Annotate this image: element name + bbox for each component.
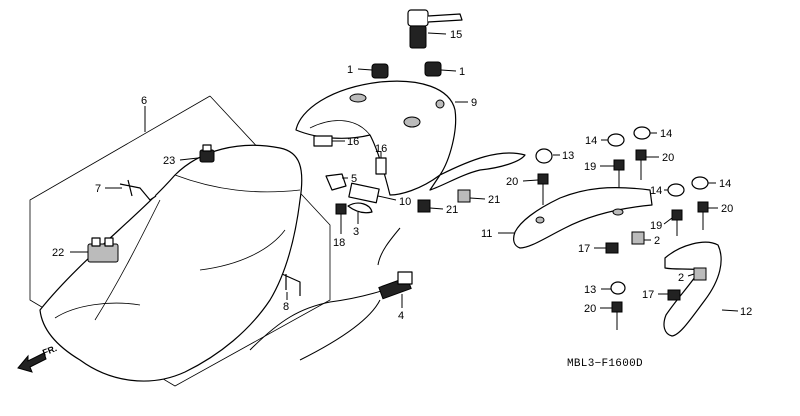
label-20d: 20 bbox=[584, 303, 596, 315]
label-1b: 1 bbox=[459, 66, 465, 78]
label-12: 12 bbox=[740, 306, 752, 318]
bolt-18[interactable] bbox=[335, 203, 347, 226]
bolt-20c[interactable] bbox=[697, 201, 709, 230]
bolt-20b[interactable] bbox=[537, 173, 549, 205]
grab-rail-12[interactable] bbox=[663, 241, 722, 337]
cap-14c[interactable] bbox=[667, 183, 685, 197]
nut-17a[interactable] bbox=[605, 242, 619, 254]
label-2b: 2 bbox=[678, 272, 684, 284]
cap-14a[interactable] bbox=[607, 133, 625, 147]
nut-2a[interactable] bbox=[631, 231, 645, 245]
front-label: FR. bbox=[41, 343, 58, 358]
label-13a: 13 bbox=[562, 150, 574, 162]
label-17a: 17 bbox=[578, 243, 590, 255]
label-23: 23 bbox=[163, 155, 175, 167]
label-20c: 20 bbox=[721, 203, 733, 215]
label-18: 18 bbox=[333, 237, 345, 249]
label-19b: 19 bbox=[650, 220, 662, 232]
label-14b: 14 bbox=[660, 128, 672, 140]
bracket-7[interactable] bbox=[119, 179, 157, 201]
label-5: 5 bbox=[351, 173, 357, 185]
grab-rail-11[interactable] bbox=[513, 187, 653, 249]
label-21a: 21 bbox=[446, 204, 458, 216]
label-11: 11 bbox=[481, 228, 492, 240]
seat-lock-15[interactable] bbox=[407, 9, 463, 49]
hook-8[interactable] bbox=[281, 273, 301, 296]
label-10: 10 bbox=[399, 196, 411, 208]
label-19a: 19 bbox=[584, 161, 596, 173]
label-3: 3 bbox=[353, 226, 359, 238]
cap-14b[interactable] bbox=[633, 126, 651, 140]
nut-2b[interactable] bbox=[693, 267, 707, 281]
label-8: 8 bbox=[283, 301, 289, 313]
label-16a: 16 bbox=[347, 136, 359, 148]
label-14d: 14 bbox=[719, 178, 731, 190]
part-labels: 6 23 7 22 8 1 1 15 9 16 16 5 18 3 10 21 … bbox=[52, 29, 752, 322]
diagram-code: MBL3−F1600D bbox=[567, 358, 643, 370]
cap-13b[interactable] bbox=[610, 281, 626, 295]
seat-cable-4[interactable] bbox=[249, 227, 413, 361]
label-16b: 16 bbox=[375, 143, 387, 155]
grommet-1-right[interactable] bbox=[424, 61, 442, 77]
leader-lines bbox=[70, 32, 739, 312]
cap-14d[interactable] bbox=[691, 176, 709, 190]
rear-cowl-part[interactable] bbox=[295, 80, 526, 196]
rail-hole-b bbox=[612, 208, 624, 216]
plate-10[interactable] bbox=[348, 182, 380, 204]
clip-16b[interactable] bbox=[375, 157, 387, 175]
label-1a: 1 bbox=[347, 64, 353, 76]
clip-16[interactable] bbox=[313, 135, 333, 147]
clip-21a[interactable] bbox=[417, 199, 431, 213]
label-21b: 21 bbox=[488, 194, 500, 206]
label-2a: 2 bbox=[654, 235, 660, 247]
label-15: 15 bbox=[450, 29, 462, 41]
nut-17b[interactable] bbox=[667, 289, 681, 301]
bracket-5[interactable] bbox=[325, 173, 347, 191]
bolt-19b[interactable] bbox=[671, 209, 683, 236]
clip-21b[interactable] bbox=[457, 189, 471, 203]
clip-3[interactable] bbox=[347, 202, 373, 214]
seat-part[interactable] bbox=[29, 95, 331, 387]
label-6: 6 bbox=[141, 95, 147, 107]
label-14c: 14 bbox=[650, 185, 662, 197]
label-7: 7 bbox=[95, 183, 101, 195]
label-4: 4 bbox=[398, 310, 404, 322]
cap-13a[interactable] bbox=[535, 148, 553, 164]
front-direction-arrow: FR. bbox=[17, 343, 58, 373]
bolt-20d[interactable] bbox=[611, 301, 623, 330]
label-17b: 17 bbox=[642, 289, 654, 301]
label-14a: 14 bbox=[585, 135, 597, 147]
label-20b: 20 bbox=[506, 176, 518, 188]
label-9: 9 bbox=[471, 97, 477, 109]
rubber-22[interactable] bbox=[87, 237, 119, 263]
label-13b: 13 bbox=[584, 284, 596, 296]
label-20a: 20 bbox=[662, 152, 674, 164]
bolt-19a[interactable] bbox=[613, 159, 625, 188]
label-22: 22 bbox=[52, 247, 64, 259]
rail-hole-a bbox=[535, 216, 545, 224]
bolt-20a[interactable] bbox=[635, 149, 647, 180]
grommet-1-left[interactable] bbox=[371, 63, 389, 79]
bolt-23[interactable] bbox=[199, 144, 215, 163]
